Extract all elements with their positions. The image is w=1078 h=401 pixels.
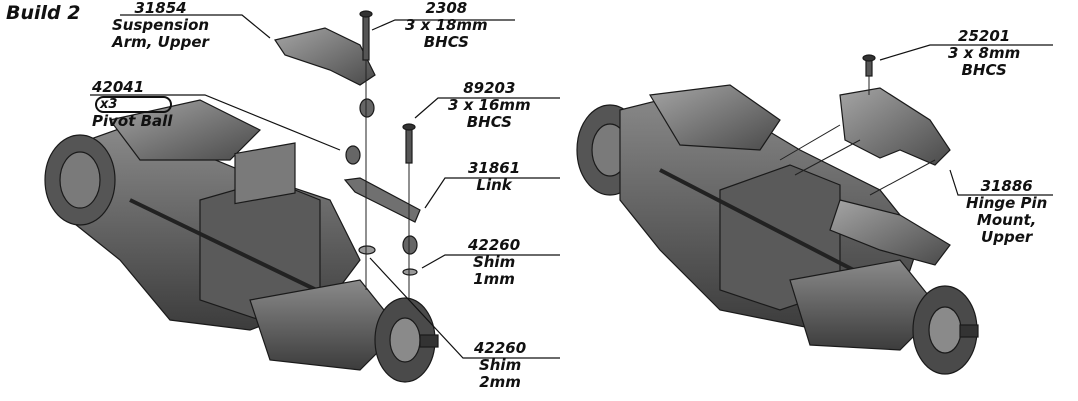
part-desc-31854-line2: Arm, Upper [112,33,209,51]
callout-2308: 2308 3 x 18mm BHCS [405,0,488,51]
callout-31854: 31854 Suspension Arm, Upper [112,0,209,51]
part-desc-31886-line2: Mount, [976,211,1037,229]
callout-25201: 25201 3 x 8mm BHCS [948,28,1020,79]
quantity-badge: x3 [95,96,173,113]
part-number-2308: 2308 [425,0,468,17]
part-desc-2308-line2: BHCS [423,33,469,51]
callout-31886: 31886 Hinge Pin Mount, Upper [966,178,1047,246]
right-front-upper-arm [829,199,951,266]
part-number-31854: 31854 [134,0,187,17]
part-desc-89203-line1: 3 x 16mm [448,96,531,114]
build-title: Build 2 [6,2,81,24]
callout-31861: 31861 Link [468,160,520,194]
part-desc-42260-1mm-line2: 1mm [473,270,515,288]
part-desc-25201-line1: 3 x 8mm [948,44,1021,62]
part-desc-42260-2mm-line2: 2mm [479,373,521,391]
callout-89203: 89203 3 x 16mm BHCS [448,80,531,131]
part-number-25201: 25201 [958,27,1011,45]
part-89203-screw [405,127,413,164]
part-desc-89203-line2: BHCS [466,113,512,131]
right-rear-upper-arm [649,84,781,151]
part-desc-31886-line1: Hinge Pin [966,194,1048,212]
part-number-42260-2mm: 42260 [474,339,527,357]
part-shim-1mm [402,268,418,276]
part-pivot-ball-1 [359,98,375,118]
part-31886-hinge-pin-mount [839,87,951,166]
callout-42260-1mm: 42260 Shim 1mm [468,237,520,288]
part-desc-25201-line2: BHCS [961,61,1007,79]
left-assembly [44,10,439,383]
part-desc-2308-line1: 3 x 18mm [405,16,488,34]
part-desc-31886-line3: Upper [981,228,1033,246]
part-pivot-ball-3 [402,235,418,255]
part-desc-42041-line1: Pivot Ball [92,112,173,130]
part-2308-screw [362,14,370,61]
part-desc-42260-2mm-line1: Shim [478,356,522,374]
part-pivot-ball-2 [345,145,361,165]
callout-42260-2mm: 42260 Shim 2mm [474,340,526,391]
part-number-31861: 31861 [468,159,521,177]
part-desc-31861-line1: Link [476,176,512,194]
part-shim-2mm-left [358,245,376,255]
part-desc-42260-1mm-line1: Shim [472,253,516,271]
part-31861-link [343,177,421,223]
part-31854-upper-arm [274,27,376,86]
part-desc-31854-line1: Suspension [112,16,210,34]
part-number-89203: 89203 [463,79,516,97]
part-number-42260-1mm: 42260 [468,236,521,254]
leader-lines [90,14,1053,359]
part-number-31886: 31886 [980,177,1033,195]
left-rear-upper-arm [108,99,262,161]
right-assembly [576,54,979,375]
